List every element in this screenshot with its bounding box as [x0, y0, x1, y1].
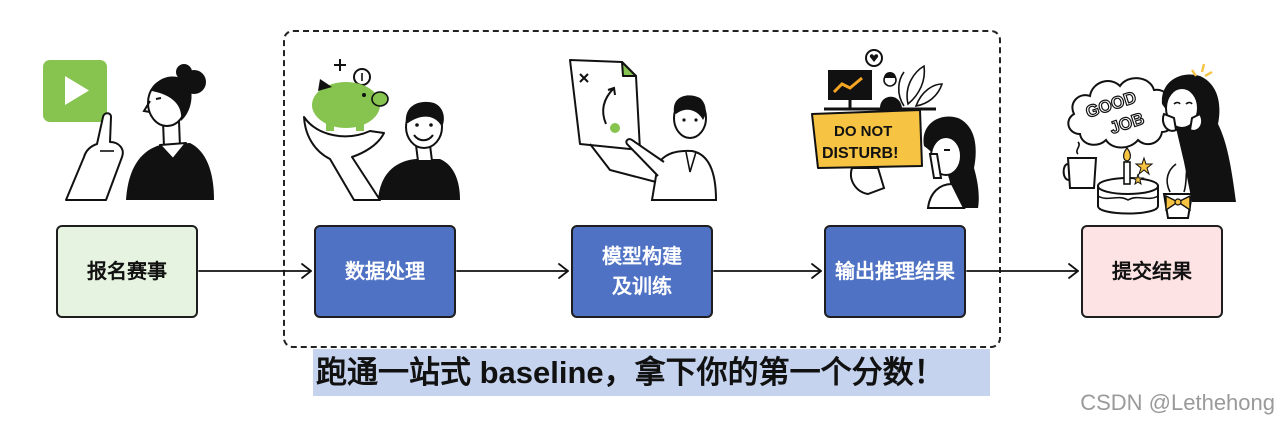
- cup-icon: [1062, 141, 1098, 189]
- inference-illustration: DO NOT DISTURB!: [811, 49, 979, 209]
- step-data-processing: 数据处理: [314, 225, 456, 318]
- sign-text-line2: DISTURB!: [822, 145, 898, 162]
- signup-illustration: [43, 60, 214, 201]
- plant-pot-icon: [1162, 161, 1194, 219]
- holding-hand: [850, 167, 886, 196]
- data-processing-illustration: [303, 59, 460, 201]
- step-register: 报名赛事: [56, 225, 198, 318]
- step-inference: 输出推理结果: [824, 225, 966, 318]
- heart-bubble-icon: [865, 49, 883, 67]
- step-label-line1: 模型构建: [602, 245, 682, 268]
- woman-figure: [126, 64, 214, 200]
- monitor-icon: [828, 70, 872, 108]
- pipeline-frame: [283, 30, 1001, 348]
- do-not-disturb-sign: DO NOT DISTURB!: [811, 109, 923, 169]
- man-figure: [589, 95, 718, 201]
- step-label: 数据处理: [345, 260, 425, 283]
- woman-figure: [923, 116, 979, 209]
- submit-illustration: GOOD JOB: [1062, 63, 1236, 219]
- step-label: 报名赛事: [87, 260, 167, 283]
- sign-text-line1: DO NOT: [834, 123, 892, 140]
- plant-icon: [897, 64, 944, 108]
- piggy-bank-icon: [312, 79, 389, 131]
- coin-icon: [353, 68, 371, 86]
- man-figure: [378, 101, 460, 200]
- pointing-hand: [65, 112, 124, 201]
- step-model-training: 模型构建 及训练: [571, 225, 713, 318]
- document-icon: [569, 59, 641, 151]
- woman-figure: [1161, 63, 1236, 202]
- good-job-cloud: GOOD JOB: [1067, 77, 1175, 149]
- holding-hand: [303, 116, 385, 201]
- desk-person: [880, 72, 902, 108]
- tagline: 跑通一站式 baseline，拿下你的第一个分数！: [313, 349, 990, 396]
- cake-icon: [1097, 147, 1159, 215]
- model-training-illustration: [569, 59, 718, 201]
- step-label: 提交结果: [1112, 260, 1192, 283]
- step-label-line2: 及训练: [612, 275, 672, 298]
- play-icon: [43, 60, 107, 122]
- step-submit: 提交结果: [1081, 225, 1223, 318]
- step-label: 输出推理结果: [835, 260, 955, 283]
- watermark: CSDN @Lethehong: [1080, 390, 1275, 415]
